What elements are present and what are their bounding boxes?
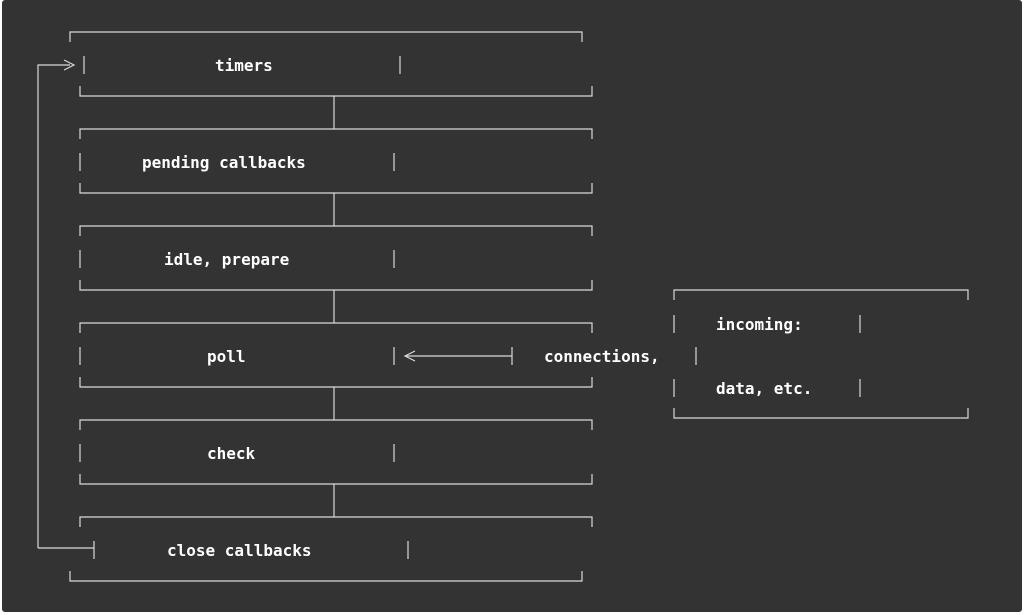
phase-label-poll: poll [207, 347, 246, 366]
close-callbacks-box [69, 516, 593, 582]
incoming-label: incoming: [716, 315, 803, 334]
phase-label-idle-prepare: idle, prepare [164, 250, 290, 269]
timers-box [69, 31, 593, 97]
phase-label-close-callbacks: close callbacks [167, 541, 312, 560]
data-etc-label: data, etc. [716, 379, 813, 398]
incoming-box [673, 289, 969, 419]
poll-box [79, 322, 593, 388]
incoming-arrow [403, 347, 513, 365]
idle-prepare-box [79, 225, 593, 291]
phase-label-timers: timers [215, 56, 273, 75]
check-box [79, 419, 593, 485]
pending-callbacks-box [79, 128, 593, 194]
phase-label-check: check [207, 444, 256, 463]
connections-label: connections, [544, 347, 660, 366]
loop-arrow [37, 59, 94, 549]
phase-label-pending-callbacks: pending callbacks [142, 153, 306, 172]
